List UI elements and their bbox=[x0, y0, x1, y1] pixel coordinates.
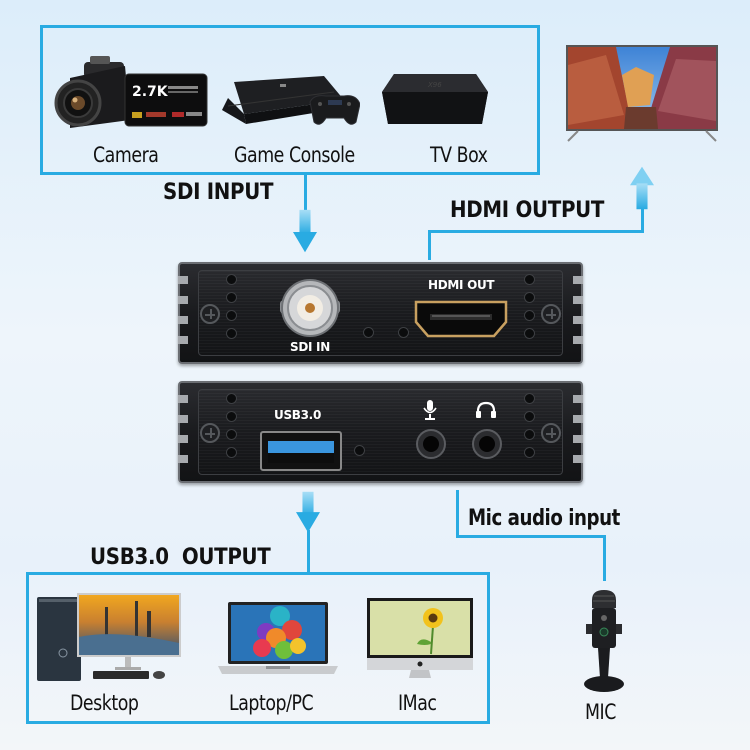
sdi-input-title: SDI INPUT bbox=[163, 180, 274, 205]
vent-hole bbox=[226, 274, 237, 285]
screw-icon bbox=[541, 423, 561, 443]
hdmi-connector-vertical bbox=[428, 230, 431, 260]
sdi-connector-line bbox=[304, 175, 307, 210]
output-devices-frame bbox=[26, 572, 490, 724]
usb3-port[interactable] bbox=[260, 431, 342, 471]
heatsink-fin bbox=[573, 316, 583, 324]
heatsink-fin bbox=[573, 395, 583, 403]
back-panel-face bbox=[198, 389, 563, 475]
heatsink-fin bbox=[573, 415, 583, 423]
mic-jack-port[interactable] bbox=[416, 429, 446, 459]
arrow-down-icon bbox=[296, 491, 320, 533]
heatsink-fin bbox=[573, 435, 583, 443]
heatsink-fin bbox=[178, 395, 188, 403]
arrow-up-icon bbox=[630, 166, 654, 210]
vent-hole bbox=[226, 429, 237, 440]
led-indicator bbox=[363, 327, 374, 338]
vent-hole bbox=[226, 292, 237, 303]
vent-hole bbox=[226, 393, 237, 404]
camcorder-icon: 2.7K bbox=[50, 48, 210, 136]
usb-microphone-icon bbox=[578, 588, 630, 696]
heatsink-fin bbox=[573, 296, 583, 304]
mic-connector-vertical bbox=[456, 490, 459, 538]
usb3-label: USB3.0 bbox=[274, 408, 321, 422]
heatsink-fin bbox=[178, 276, 188, 284]
hdmi-out-port[interactable] bbox=[414, 300, 508, 338]
heatsink-fin bbox=[178, 336, 188, 344]
mic-label: MIC bbox=[585, 700, 616, 724]
vent-hole bbox=[226, 447, 237, 458]
game-console-icon bbox=[214, 70, 361, 132]
capture-device-back-panel: USB3.0 bbox=[178, 381, 583, 483]
vent-hole bbox=[226, 328, 237, 339]
laptop-icon bbox=[218, 600, 338, 678]
vent-hole bbox=[524, 274, 535, 285]
heatsink-fin bbox=[178, 455, 188, 463]
capture-device-front-panel: SDI IN HDMI OUT bbox=[178, 262, 583, 364]
led-indicator bbox=[398, 327, 409, 338]
heatsink-fin bbox=[178, 316, 188, 324]
microphone-icon bbox=[423, 400, 437, 420]
heatsink-fin bbox=[178, 435, 188, 443]
front-panel-face bbox=[198, 270, 563, 356]
tv-box-label: TV Box bbox=[430, 143, 488, 167]
heatsink-fin bbox=[573, 276, 583, 284]
camera-label: Camera bbox=[93, 143, 159, 167]
usb-connector-line bbox=[307, 530, 310, 574]
mic-connector-down bbox=[603, 535, 606, 581]
vent-hole bbox=[524, 310, 535, 321]
headphone-jack-port[interactable] bbox=[472, 429, 502, 459]
vent-hole bbox=[524, 393, 535, 404]
heatsink-fin bbox=[573, 455, 583, 463]
mic-audio-input-title: Mic audio input bbox=[468, 506, 620, 531]
sdi-in-label: SDI IN bbox=[290, 340, 330, 354]
desktop-computer-icon bbox=[35, 593, 185, 683]
vent-hole bbox=[524, 411, 535, 422]
input-devices-frame bbox=[40, 25, 540, 175]
hdmi-output-title: HDMI OUTPUT bbox=[450, 198, 605, 223]
svg-text:X96: X96 bbox=[427, 81, 442, 89]
vent-hole bbox=[524, 292, 535, 303]
svg-text:2.7K: 2.7K bbox=[132, 84, 169, 100]
screw-icon bbox=[541, 304, 561, 324]
desktop-label: Desktop bbox=[70, 691, 139, 715]
imac-icon bbox=[365, 596, 475, 680]
heatsink-fin bbox=[178, 296, 188, 304]
vent-hole bbox=[524, 447, 535, 458]
heatsink-fin bbox=[573, 336, 583, 344]
vent-hole bbox=[226, 411, 237, 422]
bnc-sdi-port[interactable] bbox=[278, 276, 342, 340]
laptop-label: Laptop/PC bbox=[229, 691, 314, 715]
screw-icon bbox=[200, 304, 220, 324]
hdmi-connector-horizontal bbox=[428, 230, 644, 233]
led-indicator bbox=[354, 445, 365, 456]
screw-icon bbox=[200, 423, 220, 443]
arrow-down-icon bbox=[293, 209, 317, 253]
hdmi-out-label: HDMI OUT bbox=[428, 278, 495, 292]
hdmi-connector-up bbox=[641, 205, 644, 233]
mic-connector-horizontal bbox=[456, 535, 606, 538]
television-icon bbox=[566, 45, 720, 145]
imac-label: IMac bbox=[398, 691, 437, 715]
vent-hole bbox=[524, 429, 535, 440]
headphones-icon bbox=[476, 401, 496, 418]
vent-hole bbox=[226, 310, 237, 321]
heatsink-fin bbox=[178, 415, 188, 423]
usb-output-title: USB3.0 OUTPUT bbox=[90, 545, 271, 570]
game-console-label: Game Console bbox=[234, 143, 355, 167]
tv-box-icon: X96 bbox=[380, 70, 490, 126]
vent-hole bbox=[524, 328, 535, 339]
